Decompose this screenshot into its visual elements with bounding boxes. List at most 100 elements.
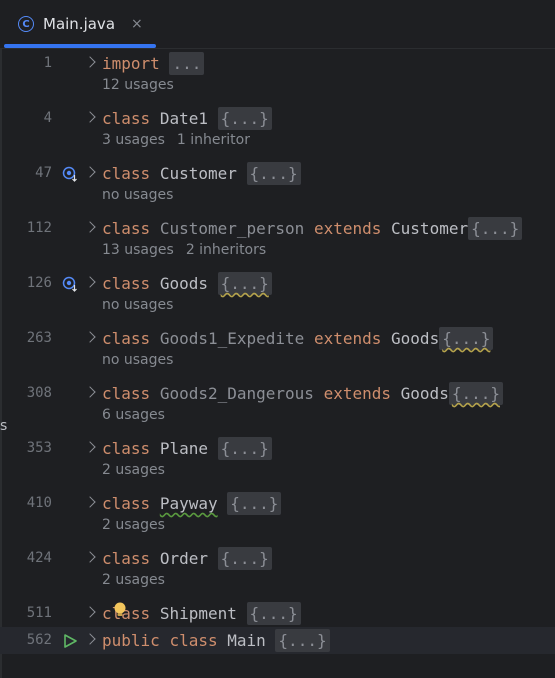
line-number[interactable]: 308 [26,385,52,401]
code-line[interactable]: 4 class Date1 {...} [0,105,555,132]
usage-hint-text[interactable]: no usages [102,352,174,368]
usage-hint-text[interactable]: 1 inheritor [176,132,250,148]
usage-hint[interactable]: no usages [102,187,173,215]
folded-region-warning[interactable]: {...} [217,272,272,295]
usage-hint-text[interactable]: 2 usages [102,462,165,478]
chevron-right-icon[interactable] [84,496,96,508]
code-line[interactable]: 47 class Customer {...} [0,160,555,187]
chevron-right-icon[interactable] [84,56,96,68]
line-number[interactable]: 4 [43,110,52,126]
usage-hint[interactable]: 2 usages [102,517,165,545]
line-number[interactable]: 126 [26,275,52,291]
line-number[interactable]: 112 [26,220,52,236]
code-line[interactable]: 424 class Order {...} [0,545,555,572]
chevron-right-icon[interactable] [84,276,96,288]
identifier-unused: Goods1_Expedite [159,329,305,348]
code-line[interactable]: 112 class Customer_person extends Custome… [0,215,555,242]
override-method-icon[interactable] [62,276,77,292]
usage-hint-text[interactable]: no usages [102,187,174,203]
code-text[interactable]: public class Main {...} [102,627,330,654]
code-text[interactable]: class Goods1_Expedite extends Goods{...} [102,325,494,352]
code-text[interactable]: class Customer {...} [102,160,301,187]
code-line[interactable]: 353 class Plane {...} [0,435,555,462]
usage-hint[interactable]: 2 usages [102,572,165,600]
keyword: class [102,384,151,403]
code-line[interactable]: 410 class Payway {...} [0,490,555,517]
folded-region[interactable]: ... [169,52,205,75]
whitespace [160,54,170,73]
identifier: Customer [159,164,237,183]
usage-hint[interactable]: 13 usages 2 inheritors [102,242,266,270]
folded-region[interactable]: {...} [275,629,330,652]
keyword: class [102,219,151,238]
usage-hint[interactable]: no usages [102,352,173,380]
code-line[interactable]: 126 class Goods {...} [0,270,555,297]
tab-main-java[interactable]: C Main.java × [6,0,156,48]
usage-hint[interactable]: 6 usages [102,407,165,435]
usage-hint[interactable]: 3 usages 1 inheritor [102,132,250,160]
keyword: class [102,109,151,128]
code-text[interactable]: class Goods2_Dangerous extends Goods{...… [102,380,503,407]
chevron-right-icon[interactable] [84,166,96,178]
keyword: class [102,329,151,348]
code-line[interactable]: 263 class Goods1_Expedite extends Goods{.… [0,325,555,352]
usage-hint-text[interactable]: 12 usages [102,77,174,93]
line-number[interactable]: 1 [43,55,52,71]
code-text[interactable]: class Date1 {...} [102,105,272,132]
chevron-right-icon[interactable] [84,111,96,123]
usage-hint[interactable]: 12 usages [102,77,174,105]
folded-region[interactable]: {...} [246,162,301,185]
line-number[interactable]: 263 [26,330,52,346]
code-text[interactable]: class Order {...} [102,545,272,572]
code-editor[interactable]: 1 import ...12 usages 4 class Date1 {...}3 … [0,48,555,678]
whitespace [218,631,228,650]
usage-hint-text[interactable]: 2 usages [102,517,165,533]
line-number[interactable]: 410 [26,495,52,511]
chevron-right-icon[interactable] [84,221,96,233]
usage-hint-text[interactable]: no usages [102,297,174,313]
line-number[interactable]: 511 [26,605,52,621]
folded-region[interactable]: {...} [217,107,272,130]
folded-region[interactable]: {...} [217,437,272,460]
usage-hint[interactable]: no usages [102,297,173,325]
whitespace [150,274,160,293]
code-line[interactable]: 308 class Goods2_Dangerous extends Goods{… [0,380,555,407]
close-icon[interactable]: × [131,16,143,32]
code-text[interactable]: class Plane {...} [102,435,272,462]
line-number[interactable]: 47 [35,165,52,181]
override-method-icon[interactable] [62,166,77,182]
code-text[interactable]: class Payway {...} [102,490,282,517]
usage-hint-text[interactable]: 13 usages [102,242,174,258]
line-number[interactable]: 424 [26,550,52,566]
chevron-right-icon[interactable] [84,441,96,453]
keyword: class [102,604,151,623]
chevron-right-icon[interactable] [84,606,96,618]
chevron-right-icon[interactable] [84,551,96,563]
usage-hint-text[interactable]: 2 inheritors [185,242,267,258]
line-number[interactable]: 353 [26,440,52,456]
usage-hint-text[interactable]: 2 usages [102,572,165,588]
usage-hint-text[interactable]: 3 usages [102,132,165,148]
usage-hint-text[interactable]: 6 usages [102,407,165,423]
run-icon[interactable] [62,633,77,648]
code-line[interactable]: 562 public class Main {...} [0,627,555,654]
chevron-right-icon[interactable] [84,331,96,343]
code-text[interactable]: class Shipment {...} [102,600,301,627]
folded-region[interactable]: {...} [468,217,523,240]
code-line[interactable]: 1 import ... [0,50,555,77]
chevron-right-icon[interactable] [84,633,96,645]
chevron-right-icon[interactable] [84,386,96,398]
code-line[interactable]: 511 class Shipment {...} [0,600,555,627]
line-number[interactable]: 562 [26,632,52,648]
code-text[interactable]: class Customer_person extends Customer{.… [102,215,523,242]
edge-text: s [0,418,8,434]
lightbulb-icon[interactable] [113,602,127,616]
code-text[interactable]: import ... [102,50,205,77]
code-text[interactable]: class Goods {...} [102,270,272,297]
folded-region[interactable]: {...} [246,602,301,625]
usage-hint[interactable]: 2 usages [102,462,165,490]
folded-region-warning[interactable]: {...} [448,382,503,405]
folded-region[interactable]: {...} [227,492,282,515]
folded-region[interactable]: {...} [217,547,272,570]
folded-region-warning[interactable]: {...} [439,327,494,350]
